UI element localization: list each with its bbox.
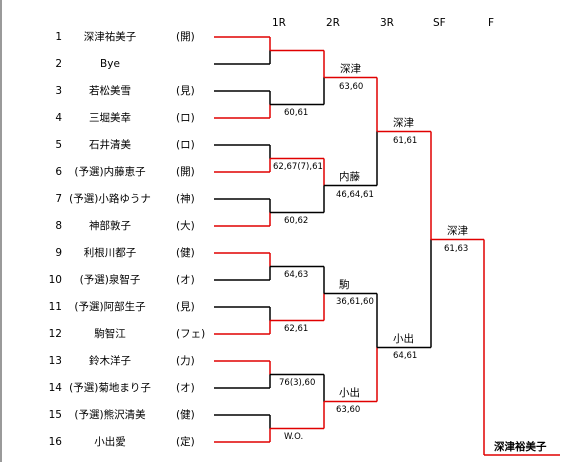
player-affiliation: (大) (176, 220, 195, 232)
seed-number: 11 (48, 301, 62, 313)
seed-number: 14 (48, 382, 62, 394)
player-name: 若松美雪 (89, 85, 131, 97)
seed-number: 10 (48, 274, 62, 286)
player-name: 三堀美幸 (89, 112, 131, 124)
seed-number: 8 (55, 220, 62, 232)
winner-name-sf: 深津 (447, 225, 468, 237)
player-affiliation: (オ) (176, 382, 195, 394)
player-name: 神部敦子 (89, 220, 131, 232)
winner-name-r3: 深津 (393, 117, 414, 129)
match-score-r1: 76(3),60 (279, 378, 316, 388)
player-affiliation: (開) (176, 31, 195, 43)
match-score-r2: 63,60 (339, 82, 364, 92)
seed-number: 15 (48, 409, 62, 421)
player-name: 石井清美 (89, 139, 131, 151)
player-name: (予選)泉智子 (79, 274, 141, 286)
seed-number: 3 (55, 85, 62, 97)
player-affiliation: (見) (176, 301, 195, 313)
round-header-f: F (488, 17, 495, 29)
seed-number: 2 (55, 58, 62, 70)
player-name: (予選)内藤恵子 (74, 166, 146, 178)
player-affiliation: (ロ) (176, 112, 195, 124)
player-affiliation: (ロ) (176, 139, 195, 151)
player-name: (予選)阿部生子 (74, 301, 146, 313)
seed-number: 5 (55, 139, 62, 151)
round-header-2r: 2R (326, 17, 340, 29)
match-score-r1: W.O. (284, 432, 304, 442)
match-score-r3: 64,61 (393, 351, 418, 361)
round-header-sf: SF (433, 17, 446, 29)
match-score-r2: 46,64,61 (336, 190, 374, 200)
player-affiliation: (力) (176, 355, 195, 367)
seed-number: 9 (55, 247, 62, 259)
player-name: (予選)小路ゆうナ (69, 193, 151, 205)
seed-number: 13 (48, 355, 62, 367)
player-name: (予選)菊地まり子 (69, 382, 151, 394)
seed-number: 12 (48, 328, 62, 340)
window-border (0, 0, 2, 462)
winner-name-r2: 深津 (340, 63, 361, 75)
match-score-r1: 64,63 (284, 270, 309, 280)
seed-number: 4 (55, 112, 62, 124)
match-score-r2: 63,60 (336, 405, 361, 415)
winner-name-r2: 小出 (339, 387, 360, 399)
player-name: 利根川都子 (83, 247, 137, 259)
match-score-r1: 60,62 (284, 216, 309, 226)
player-affiliation: (健) (176, 409, 195, 421)
player-affiliation: (見) (176, 85, 195, 97)
seed-number: 16 (48, 436, 62, 448)
seed-number: 1 (55, 31, 62, 43)
player-affiliation: (開) (176, 166, 195, 178)
match-score-r1: 62,67(7),61 (273, 162, 323, 172)
match-score-r1: 60,61 (284, 108, 309, 118)
round-header-3r: 3R (380, 17, 394, 29)
player-name: Bye (100, 58, 120, 70)
match-score-r3: 61,61 (393, 136, 418, 146)
player-affiliation: (神) (176, 193, 195, 205)
player-name: (予選)熊沢清美 (74, 409, 146, 421)
match-score-r1: 62,61 (284, 324, 309, 334)
seed-number: 7 (55, 193, 62, 205)
match-score-r2: 36,61,60 (336, 297, 374, 307)
champion-name: 深津裕美子 (494, 441, 547, 453)
player-name: 駒智江 (94, 328, 126, 340)
round-header-1r: 1R (272, 17, 286, 29)
player-name: 鈴木洋子 (89, 355, 131, 367)
match-score-sf: 61,63 (444, 244, 469, 254)
player-name: 小出愛 (94, 436, 126, 448)
winner-name-r3: 小出 (393, 333, 414, 345)
seed-number: 6 (55, 166, 62, 178)
winner-name-r2: 駒 (339, 279, 350, 291)
player-name: 深津祐美子 (83, 31, 137, 43)
player-affiliation: (定) (176, 436, 195, 448)
winner-name-r2: 内藤 (339, 171, 360, 183)
player-affiliation: (フェ) (176, 328, 206, 340)
player-affiliation: (健) (176, 247, 195, 259)
player-affiliation: (オ) (176, 274, 195, 286)
